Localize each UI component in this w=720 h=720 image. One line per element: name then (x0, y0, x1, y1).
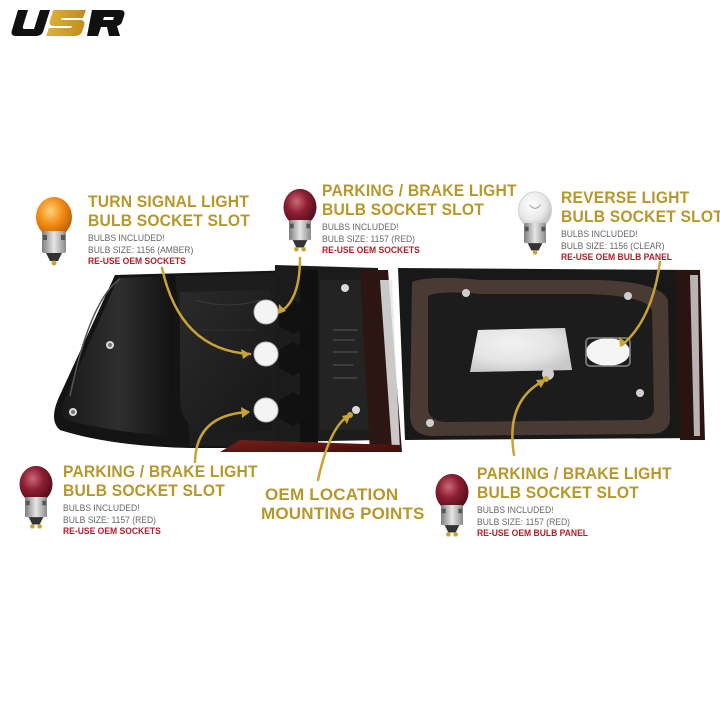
callout-note: BULBS INCLUDED! (561, 229, 638, 240)
amber-bulb-icon (36, 197, 72, 266)
callout-title: BULB SOCKET SLOT (477, 483, 639, 502)
callout-note: BULBS INCLUDED! (63, 503, 140, 514)
callout-title: BULB SOCKET SLOT (63, 481, 225, 500)
red-bulb-icon (19, 465, 53, 529)
callout-note-red: RE-USE OEM BULB PANEL (477, 528, 589, 539)
callout-title: BULB SOCKET SLOT (561, 207, 720, 226)
callout-title: BULB SOCKET SLOT (322, 200, 484, 219)
callout-title: PARKING / BRAKE LIGHT (477, 464, 672, 483)
callout-note-red: RE-USE OEM SOCKETS (88, 256, 186, 267)
oem-title: MOUNTING POINTS (261, 504, 425, 523)
oem-title: OEM LOCATION (265, 485, 399, 504)
leader-parking-left (193, 410, 250, 464)
callout-oem-mounting: OEM LOCATION MOUNTING POINTS (261, 485, 424, 523)
red-bulb-icon (435, 473, 469, 537)
leader-reverse (620, 260, 662, 347)
callout-note: BULBS INCLUDED! (88, 233, 165, 244)
callout-note: BULBS INCLUDED! (477, 505, 554, 516)
callout-note: BULB SIZE: 1157 (RED) (322, 233, 415, 245)
callout-note-red: RE-USE OEM SOCKETS (322, 245, 420, 256)
callout-note: BULB SIZE: 1157 (RED) (477, 516, 570, 528)
callout-note-red: RE-USE OEM SOCKETS (63, 526, 161, 537)
callout-parking-right: PARKING / BRAKE LIGHT BULB SOCKET SLOT B… (477, 464, 689, 540)
callout-title: PARKING / BRAKE LIGHT (63, 462, 258, 481)
leader-turn-signal (160, 266, 252, 356)
callout-note-red: RE-USE OEM BULB PANEL (561, 252, 673, 263)
callout-title: REVERSE LIGHT (561, 188, 690, 207)
callout-reverse: REVERSE LIGHT BULB SOCKET SLOT BULBS INC… (561, 188, 720, 264)
callout-title: PARKING / BRAKE LIGHT (322, 181, 517, 200)
callout-turn-signal: TURN SIGNAL LIGHT BULB SOCKET SLOT BULBS… (88, 192, 264, 268)
callout-parking-left: PARKING / BRAKE LIGHT BULB SOCKET SLOT B… (63, 462, 275, 538)
callout-note: BULBS INCLUDED! (322, 222, 399, 233)
callout-title: BULB SOCKET SLOT (88, 211, 250, 230)
red-bulb-icon (283, 188, 317, 252)
callout-parking-top: PARKING / BRAKE LIGHT BULB SOCKET SLOT B… (322, 181, 534, 257)
callout-note: BULB SIZE: 1157 (RED) (63, 514, 156, 526)
leader-parking-right (511, 378, 547, 457)
brand-logo (11, 10, 125, 36)
callout-note: BULB SIZE: 1156 (CLEAR) (561, 240, 665, 252)
callout-title: TURN SIGNAL LIGHT (88, 192, 249, 211)
callout-note: BULB SIZE: 1156 (AMBER) (88, 244, 194, 256)
clear-bulb-icon (518, 191, 552, 255)
